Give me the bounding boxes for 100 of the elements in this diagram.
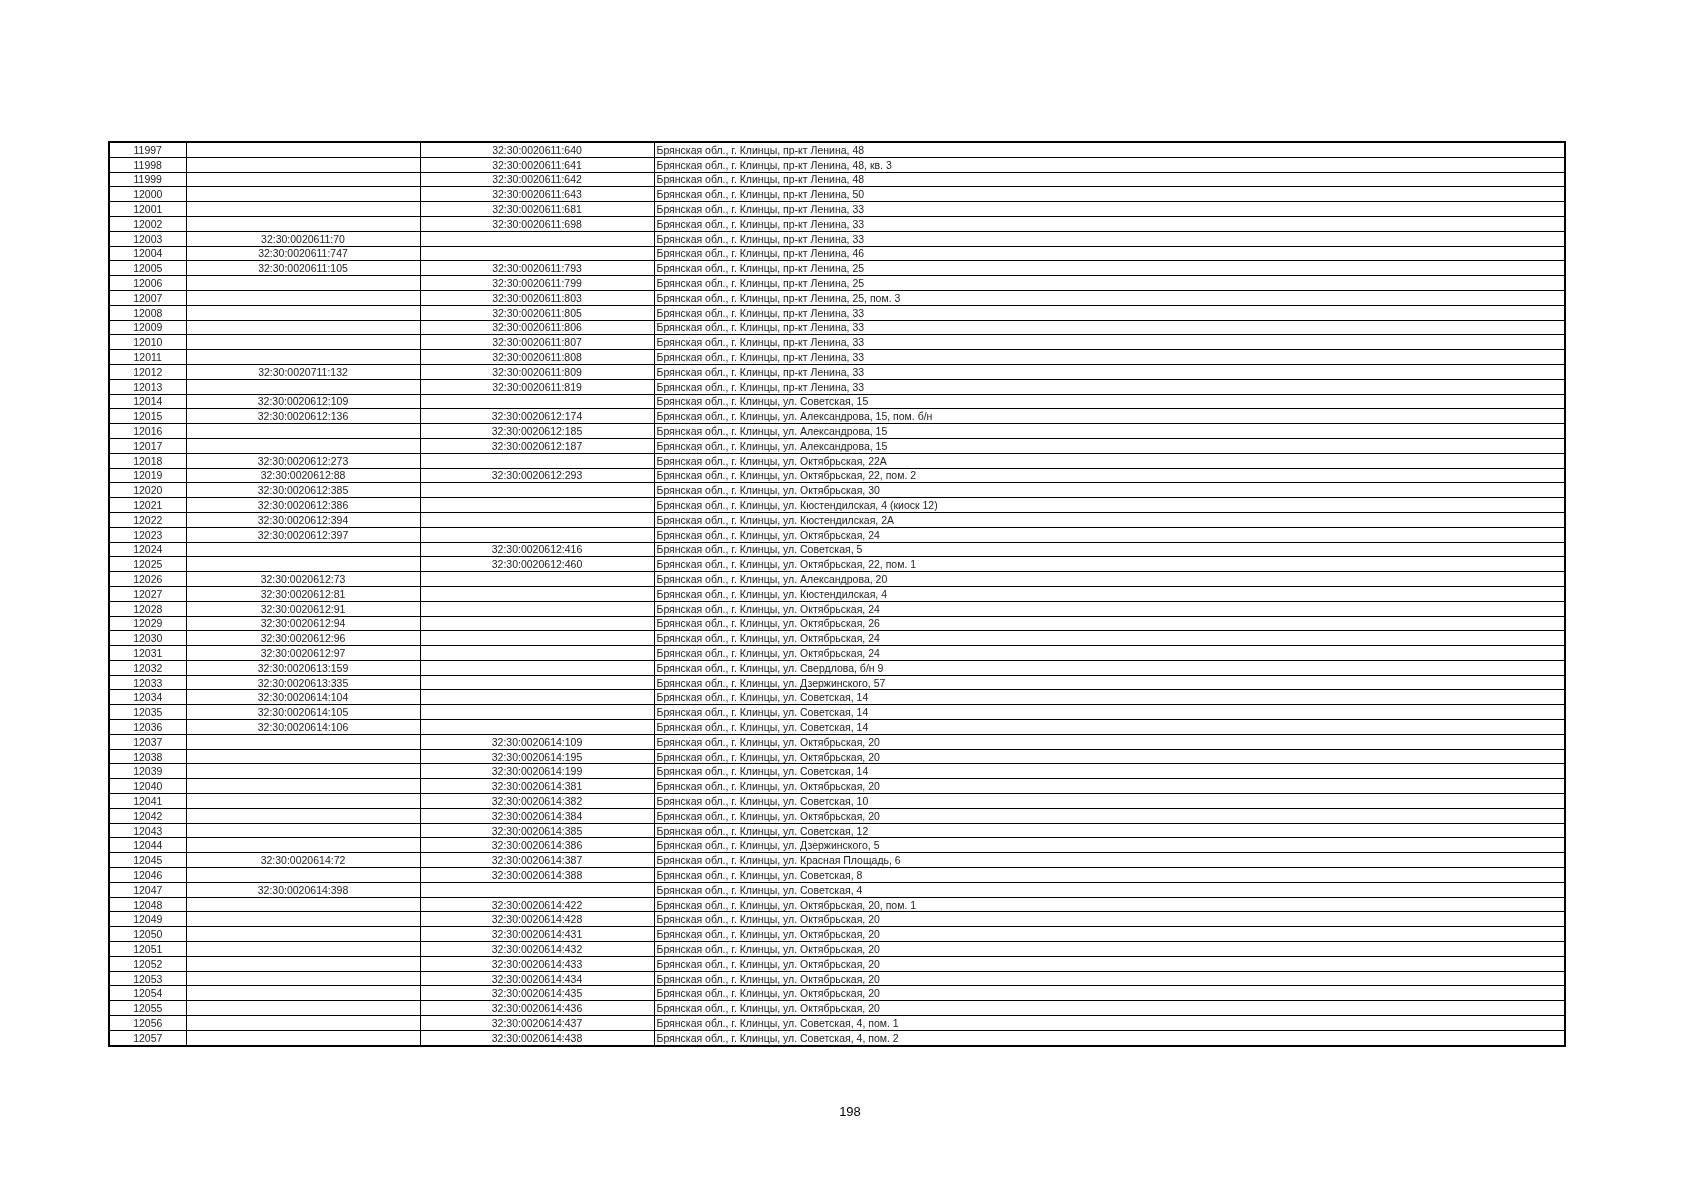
cadastral-number: 32:30:0020611:105 — [258, 262, 348, 275]
row-number: 12005 — [133, 262, 163, 275]
cadastral-number: 32:30:0020611:641 — [492, 158, 582, 171]
address-text: Брянская обл., г. Клинцы, ул. Советская, 14 — [656, 706, 869, 719]
address-text: Брянская обл., г. Клинцы, ул. Октябрьская, 20 — [656, 1002, 880, 1015]
row-number: 12014 — [133, 395, 163, 408]
address-text: Брянская обл., г. Клинцы, пр-кт Ленина, 33 — [656, 351, 865, 364]
row-number: 12052 — [133, 957, 163, 970]
address-text: Брянская обл., г. Клинцы, пр-кт Ленина, 25, пом. 3 — [656, 291, 901, 304]
address-text: Брянская обл., г. Клинцы, ул. Кюстендилская, 4 — [656, 587, 887, 600]
row-number: 12053 — [133, 972, 163, 985]
cadastral-number: 32:30:0020611:643 — [492, 188, 582, 201]
cadastral-number: 32:30:0020612:460 — [491, 558, 583, 571]
cadastral-number: 32:30:0020611:809 — [492, 365, 582, 378]
address-text: Брянская обл., г. Клинцы, пр-кт Ленина, 33 — [656, 336, 865, 349]
cadastral-number: 32:30:0020612:81 — [260, 587, 346, 600]
cadastral-number: 32:30:0020612:385 — [257, 484, 349, 497]
address-text: Брянская обл., г. Клинцы, ул. Октябрьская, 20, пом. 1 — [656, 898, 917, 911]
row-number: 12047 — [133, 883, 163, 896]
address-text: Брянская обл., г. Клинцы, ул. Советская, 14 — [656, 765, 869, 778]
address-text: Брянская обл., г. Клинцы, ул. Октябрьская, 20 — [656, 987, 880, 1000]
address-text: Брянская обл., г. Клинцы, пр-кт Ленина, 33 — [656, 203, 865, 216]
row-number: 12045 — [133, 854, 163, 867]
row-number: 12020 — [133, 484, 163, 497]
row-number: 12039 — [133, 765, 163, 778]
cadastral-number: 32:30:0020611:698 — [492, 217, 582, 230]
row-number: 11997 — [133, 143, 162, 156]
address-text: Брянская обл., г. Клинцы, ул. Советская, 4, пом. 1 — [656, 1016, 899, 1029]
row-number: 12043 — [133, 824, 163, 837]
address-text: Брянская обл., г. Клинцы, пр-кт Ленина, 48 — [656, 143, 865, 156]
cadastral-number: 32:30:0020612:91 — [260, 602, 346, 615]
cadastral-number: 32:30:0020612:416 — [491, 543, 583, 556]
cadastral-number: 32:30:0020612:136 — [257, 410, 349, 423]
row-number: 12009 — [133, 321, 163, 334]
row-number: 11999 — [133, 173, 162, 186]
cadastral-number: 32:30:0020611:806 — [492, 321, 582, 334]
cadastral-number: 32:30:0020612:96 — [260, 632, 346, 645]
row-number: 12034 — [133, 691, 163, 704]
address-text: Брянская обл., г. Клинцы, ул. Октябрьская, 24 — [656, 528, 880, 541]
row-number: 12012 — [133, 365, 163, 378]
cadastral-number: 32:30:0020614:437 — [491, 1016, 583, 1029]
address-text: Брянская обл., г. Клинцы, ул. Александрова, 20 — [656, 573, 888, 585]
row-number: 12054 — [133, 987, 163, 1000]
address-text: Брянская обл., г. Клинцы, ул. Октябрьская, 20 — [656, 942, 880, 955]
address-text: Брянская обл., г. Клинцы, ул. Советская, 12 — [656, 824, 869, 837]
cadastral-number: 32:30:0020614:382 — [491, 794, 583, 807]
row-number: 12000 — [133, 188, 163, 201]
row-number: 12007 — [133, 291, 163, 304]
address-text: Брянская обл., г. Клинцы, пр-кт Ленина, 33 — [656, 232, 865, 245]
cadastral-number: 32:30:0020614:434 — [491, 972, 583, 985]
cadastral-number: 32:30:0020614:104 — [257, 691, 349, 704]
cadastral-number: 32:30:0020614:398 — [257, 883, 349, 896]
cadastral-number: 32:30:0020612:273 — [257, 454, 349, 467]
cadastral-number: 32:30:0020614:428 — [491, 913, 583, 926]
row-number: 12021 — [133, 499, 163, 511]
address-text: Брянская обл., г. Клинцы, ул. Свердлова, б/н 9 — [656, 661, 884, 674]
row-number: 12017 — [133, 439, 163, 452]
address-text: Брянская обл., г. Клинцы, ул. Дзержинского, 57 — [656, 676, 886, 689]
cadastral-number: 32:30:0020614:435 — [491, 987, 583, 1000]
address-text: Брянская обл., г. Клинцы, ул. Советская, 15 — [656, 395, 869, 408]
cadastral-number: 32:30:0020612:73 — [260, 573, 346, 585]
cadastral-number: 32:30:0020612:293 — [491, 469, 583, 482]
address-text: Брянская обл., г. Клинцы, ул. Октябрьская, 30 — [656, 484, 880, 497]
address-text: Брянская обл., г. Клинцы, ул. Советская, 4 — [656, 883, 863, 896]
address-text: Брянская обл., г. Клинцы, ул. Октябрьская, 20 — [656, 928, 880, 941]
row-number: 12028 — [133, 602, 163, 615]
cadastral-number: 32:30:0020614:438 — [491, 1031, 583, 1044]
address-text: Брянская обл., г. Клинцы, пр-кт Ленина, 33 — [656, 321, 865, 334]
row-number: 12048 — [133, 898, 163, 911]
cadastral-number: 32:30:0020612:394 — [257, 513, 349, 526]
address-text: Брянская обл., г. Клинцы, ул. Октябрьская, 24 — [656, 602, 880, 615]
address-text: Брянская обл., г. Клинцы, пр-кт Ленина, 33 — [656, 217, 865, 230]
address-text: Брянская обл., г. Клинцы, ул. Октябрьская, 24 — [656, 647, 880, 659]
row-number: 12026 — [133, 573, 163, 585]
cadastral-number: 32:30:0020614:432 — [491, 942, 583, 955]
address-text: Брянская обл., г. Клинцы, пр-кт Ленина, 33 — [656, 380, 865, 393]
cadastral-number: 32:30:0020611:642 — [492, 173, 582, 186]
row-number: 12036 — [133, 720, 163, 733]
cadastral-number: 32:30:0020614:431 — [491, 928, 583, 941]
address-text: Брянская обл., г. Клинцы, пр-кт Ленина, 48 — [656, 173, 865, 186]
row-number: 11998 — [133, 158, 162, 171]
row-number: 12003 — [133, 232, 163, 245]
row-number: 12044 — [133, 839, 163, 852]
cadastral-number: 32:30:0020614:72 — [260, 854, 346, 867]
row-number: 12001 — [133, 203, 163, 216]
row-number: 12041 — [133, 794, 163, 807]
cadastral-number: 32:30:0020614:106 — [257, 720, 349, 733]
row-number: 12038 — [133, 750, 163, 763]
address-text: Брянская обл., г. Клинцы, ул. Октябрьская, 20 — [656, 957, 880, 970]
cadastral-number: 32:30:0020612:397 — [257, 528, 349, 541]
row-number: 12049 — [133, 913, 163, 926]
cadastral-number: 32:30:0020614:388 — [491, 868, 583, 881]
row-number: 12023 — [133, 528, 163, 541]
cadastral-number: 32:30:0020614:384 — [491, 809, 583, 822]
address-text: Брянская обл., г. Клинцы, пр-кт Ленина, 50 — [656, 188, 865, 201]
row-number: 12030 — [133, 632, 163, 645]
row-number: 12013 — [133, 380, 163, 393]
cadastral-number: 32:30:0020614:109 — [491, 735, 583, 748]
row-number: 12032 — [133, 661, 163, 674]
address-text: Брянская обл., г. Клинцы, ул. Октябрьская, 20 — [656, 750, 880, 763]
